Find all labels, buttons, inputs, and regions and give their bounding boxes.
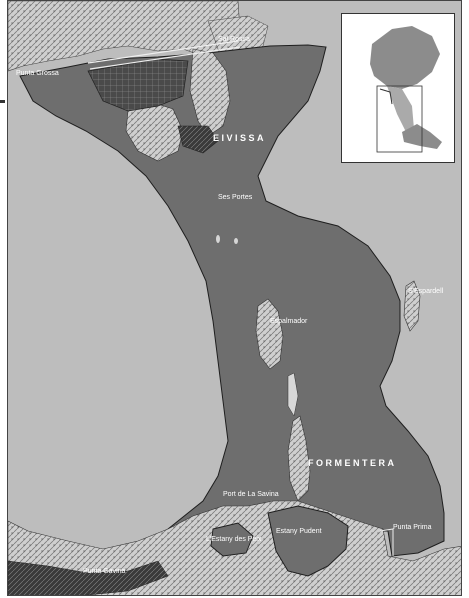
inset-ibiza-island [370,26,440,89]
estany-pudent-lake [267,505,349,577]
channel-islets [287,372,299,417]
espalmador-island [255,298,284,370]
frame-tick-mark [0,100,5,103]
protected-marine-area [19,44,445,577]
map-frame: Punta Grossa Sal Rossa EIVISSA Ses Porte… [7,0,462,596]
label-punta-grossa: Punta Grossa [16,70,59,77]
inset-locator-map [341,13,455,163]
coastal-dark-strip [8,560,169,595]
islet [234,238,238,244]
label-estany-pudent: Estany Pudent [276,528,322,535]
label-sal-rossa: Sal Rossa [218,36,250,43]
inset-detail-mark [379,88,393,105]
boundary-line [379,528,394,556]
label-ses-portes: Ses Portes [218,194,253,201]
label-espalmador: Espalmador [270,318,308,325]
ibiza-headland [189,48,231,137]
formentera-north-tip [287,415,311,502]
label-estany-peix: L'Estany des Peix [206,536,262,543]
label-punta-prima: Punta Prima [393,524,432,531]
label-eivissa: EIVISSA [213,133,266,143]
espardell-island [403,280,421,332]
label-port-savina: Port de La Savina [223,491,279,498]
label-espardell: S'Espardell [408,288,444,295]
inset-map-canvas [342,14,454,162]
inset-study-area-box [376,85,423,153]
airport-runway [87,40,241,70]
estany-peix-lake [210,522,254,557]
ses-salines-dark [177,125,219,154]
label-formentera: FORMENTERA [308,458,397,468]
label-punta-gavina: Punta Gavina [83,568,126,575]
inset-strait [387,86,414,134]
salt-pans [87,58,189,112]
islet [216,235,220,243]
